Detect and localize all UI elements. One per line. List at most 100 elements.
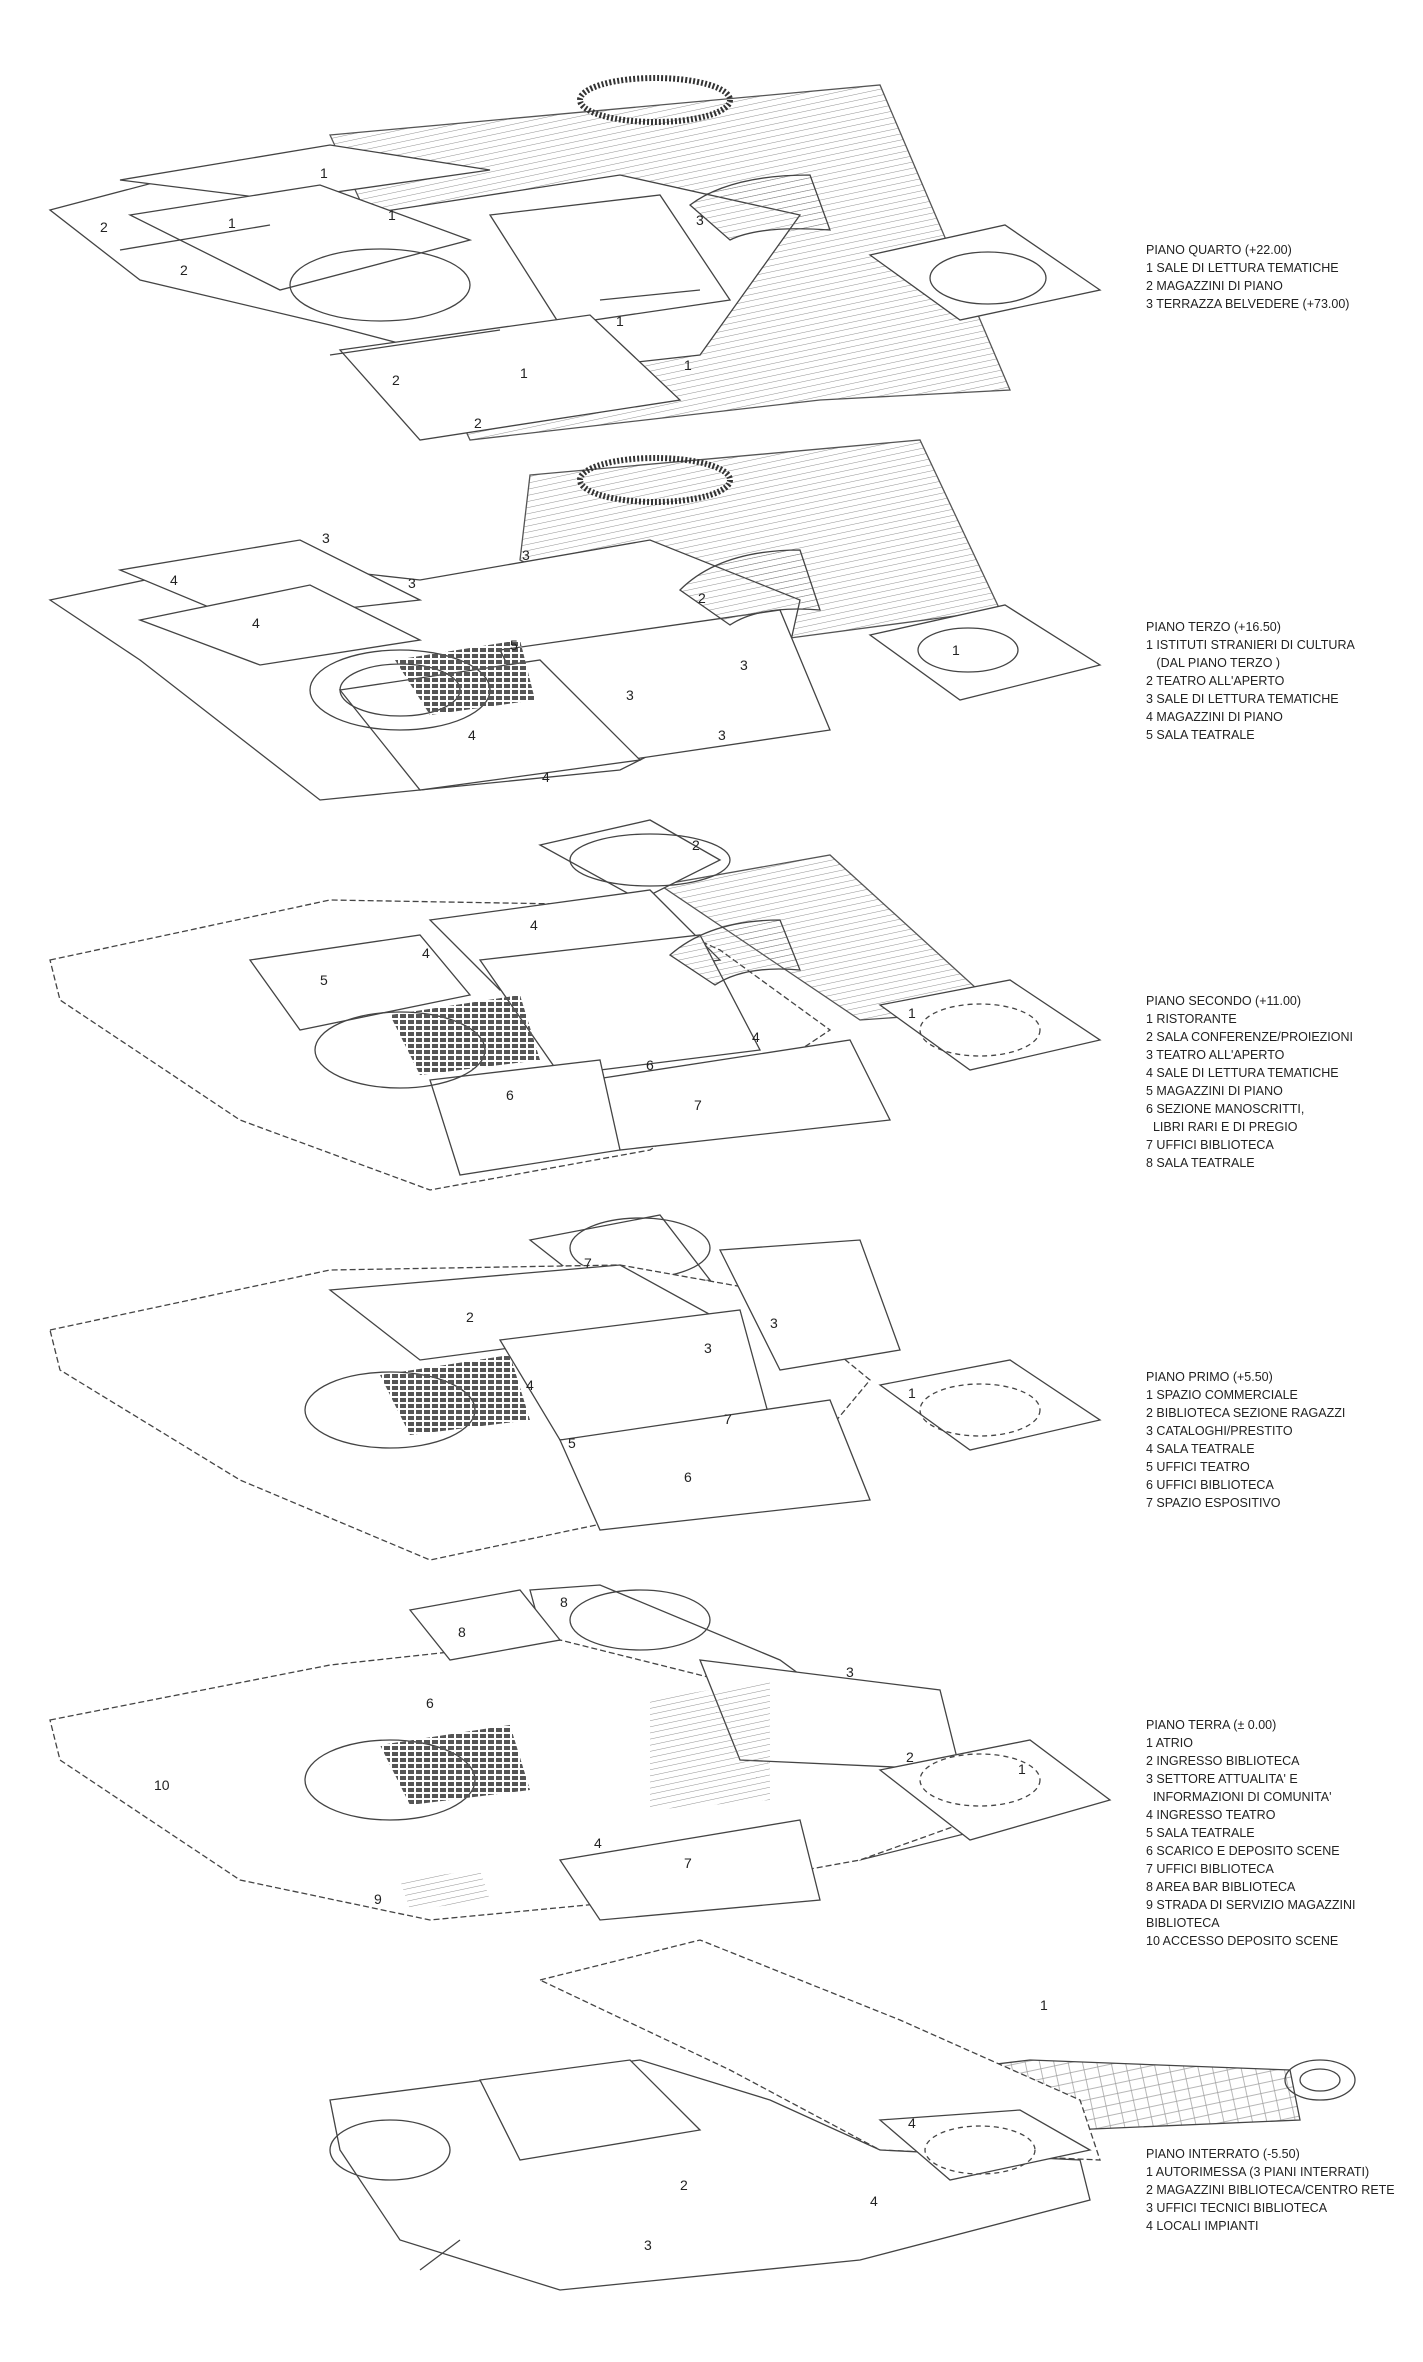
legend-item: 1 SPAZIO COMMERCIALE — [1146, 1388, 1298, 1402]
room-label: 3 — [846, 1664, 854, 1680]
room-label: 3 — [644, 2237, 652, 2253]
room-label: 3 — [704, 1340, 712, 1356]
legend-item: 1 RISTORANTE — [1146, 1012, 1237, 1026]
room-label: 3 — [718, 727, 726, 743]
floor-plan-quarto — [48, 75, 1102, 441]
legend-item: 2 BIBLIOTECA SEZIONE RAGAZZI — [1146, 1406, 1346, 1420]
room-label: 1 — [616, 313, 624, 329]
room-label: 3 — [740, 657, 748, 673]
legend-list: 1 ISTITUTI STRANIERI DI CULTURA (DAL PIA… — [1146, 636, 1416, 744]
legend-item: 4 SALA TEATRALE — [1146, 1442, 1255, 1456]
room-number-labels: 1 2 1 1 2 3 1 1 2 1 2 3 4 4 3 3 5 2 3 3 … — [100, 165, 1048, 2253]
legend-title: PIANO INTERRATO (-5.50) — [1146, 2147, 1300, 2161]
room-label: 1 — [1018, 1761, 1026, 1777]
room-label: 1 — [908, 1005, 916, 1021]
room-label: 1 — [1040, 1997, 1048, 2013]
room-label: 3 — [408, 575, 416, 591]
legend-item: 3 CATALOGHI/PRESTITO — [1146, 1424, 1293, 1438]
room-label: 3 — [626, 687, 634, 703]
room-label: 1 — [952, 642, 960, 658]
room-label: 7 — [584, 1255, 592, 1271]
legend-item: LIBRI RARI E DI PREGIO — [1146, 1120, 1298, 1134]
legend-item: 2 MAGAZZINI BIBLIOTECA/CENTRO RETE — [1146, 2183, 1395, 2197]
legend-item: 7 UFFICI BIBLIOTECA — [1146, 1138, 1274, 1152]
legend-item: 3 UFFICI TECNICI BIBLIOTECA — [1146, 2201, 1328, 2215]
legend-item: 2 MAGAZZINI DI PIANO — [1146, 279, 1283, 293]
room-label: 2 — [466, 1309, 474, 1325]
legend-item: 9 STRADA DI SERVIZIO MAGAZZINI BIBLIOTEC… — [1146, 1898, 1360, 1930]
room-label: 2 — [680, 2177, 688, 2193]
room-label: 4 — [422, 945, 430, 961]
room-label: 3 — [696, 212, 704, 228]
legend-item: 5 MAGAZZINI DI PIANO — [1146, 1084, 1283, 1098]
room-label: 5 — [568, 1435, 576, 1451]
room-label: 1 — [684, 357, 692, 373]
room-label: 4 — [908, 2115, 916, 2131]
legend-piano-terzo: PIANO TERZO (+16.50) 1 ISTITUTI STRANIER… — [1146, 618, 1416, 744]
room-label: 6 — [646, 1057, 654, 1073]
room-label: 1 — [228, 215, 236, 231]
legend-piano-interrato: PIANO INTERRATO (-5.50) 1 AUTORIMESSA (3… — [1146, 2145, 1416, 2235]
floor-plan-secondo — [49, 819, 1102, 1191]
room-label: 6 — [506, 1087, 514, 1103]
legend-list: 1 ATRIO 2 INGRESSO BIBLIOTECA 3 SETTORE … — [1146, 1734, 1416, 1950]
room-label: 2 — [474, 415, 482, 431]
legend-item: 1 ATRIO — [1146, 1736, 1194, 1750]
room-label: 8 — [458, 1624, 466, 1640]
room-label: 4 — [594, 1835, 602, 1851]
legend-title: PIANO TERRA (± 0.00) — [1146, 1718, 1277, 1732]
legend-item: 4 LOCALI IMPIANTI — [1146, 2219, 1259, 2233]
room-label: 9 — [374, 1891, 382, 1907]
room-label: 2 — [698, 590, 706, 606]
legend-item: 6 UFFICI BIBLIOTECA — [1146, 1478, 1274, 1492]
legend-item: 6 SEZIONE MANOSCRITTI, — [1146, 1102, 1305, 1116]
legend-item: 2 INGRESSO BIBLIOTECA — [1146, 1754, 1300, 1768]
legend-title: PIANO TERZO (+16.50) — [1146, 620, 1281, 634]
room-label: 10 — [154, 1777, 170, 1793]
room-label: 2 — [392, 372, 400, 388]
legend-item: 7 UFFICI BIBLIOTECA — [1146, 1862, 1274, 1876]
legend-item: 10 ACCESSO DEPOSITO SCENE — [1146, 1934, 1339, 1948]
legend-item: INFORMAZIONI DI COMUNITA' — [1146, 1790, 1332, 1804]
legend-piano-terra: PIANO TERRA (± 0.00) 1 ATRIO 2 INGRESSO … — [1146, 1716, 1416, 1950]
room-label: 3 — [770, 1315, 778, 1331]
room-label: 4 — [252, 615, 260, 631]
legend-title: PIANO PRIMO (+5.50) — [1146, 1370, 1273, 1384]
legend-item: 2 TEATRO ALL'APERTO — [1146, 674, 1285, 688]
room-label: 2 — [906, 1749, 914, 1765]
legend-item: 8 AREA BAR BIBLIOTECA — [1146, 1880, 1296, 1894]
room-label: 3 — [322, 530, 330, 546]
floor-plan-terra — [49, 1584, 1112, 1921]
room-label: 1 — [908, 1385, 916, 1401]
legend-item: 4 INGRESSO TEATRO — [1146, 1808, 1276, 1822]
legend-item: 3 TERRAZZA BELVEDERE (+73.00) — [1146, 297, 1350, 311]
room-label: 5 — [510, 637, 518, 653]
legend-item: 1 SALE DI LETTURA TEMATICHE — [1146, 261, 1339, 275]
floor-plan-interrato — [329, 1939, 1356, 2291]
floor-plan-terzo — [48, 439, 1102, 801]
room-label: 3 — [522, 547, 530, 563]
room-label: 4 — [542, 769, 550, 785]
room-label: 5 — [320, 972, 328, 988]
room-label: 4 — [170, 572, 178, 588]
legend-item: 5 SALA TEATRALE — [1146, 728, 1255, 742]
legend-list: 1 SALE DI LETTURA TEMATICHE 2 MAGAZZINI … — [1146, 259, 1416, 313]
legend-item: 3 SALE DI LETTURA TEMATICHE — [1146, 692, 1339, 706]
room-label: 7 — [724, 1411, 732, 1427]
legend-item: 4 MAGAZZINI DI PIANO — [1146, 710, 1283, 724]
legend-item: 6 SCARICO E DEPOSITO SCENE — [1146, 1844, 1340, 1858]
legend-list: 1 RISTORANTE 2 SALA CONFERENZE/PROIEZION… — [1146, 1010, 1416, 1172]
room-label: 4 — [870, 2193, 878, 2209]
room-label: 8 — [560, 1594, 568, 1610]
room-label: 7 — [694, 1097, 702, 1113]
legend-item: 5 SALA TEATRALE — [1146, 1826, 1255, 1840]
room-label: 1 — [320, 165, 328, 181]
room-label: 2 — [100, 219, 108, 235]
legend-item: 8 SALA TEATRALE — [1146, 1156, 1255, 1170]
legend-item: 5 UFFICI TEATRO — [1146, 1460, 1250, 1474]
legend-item: 7 SPAZIO ESPOSITIVO — [1146, 1496, 1281, 1510]
legend-item: 4 SALE DI LETTURA TEMATICHE — [1146, 1066, 1339, 1080]
legend-item: 2 SALA CONFERENZE/PROIEZIONI — [1146, 1030, 1353, 1044]
legend-list: 1 AUTORIMESSA (3 PIANI INTERRATI) 2 MAGA… — [1146, 2163, 1416, 2235]
